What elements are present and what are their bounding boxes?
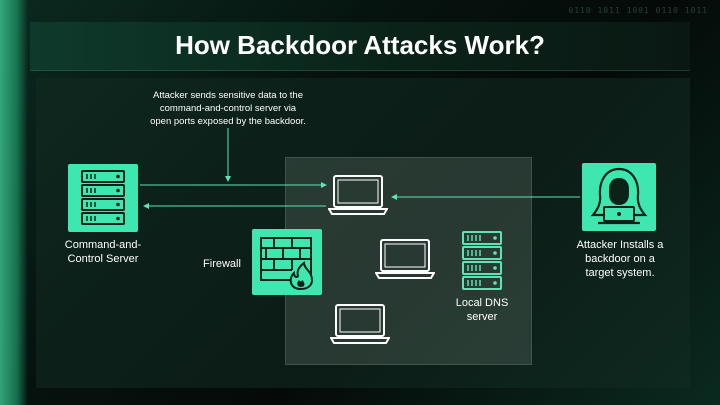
dns-label-line-2: server <box>466 311 498 323</box>
decorative-binary: 0110 1011 1001 0110 1011 <box>568 6 708 15</box>
cnc-server-label: Command-and- Control Server <box>50 238 156 266</box>
firewall-tile <box>252 229 322 295</box>
title-bar: How Backdoor Attacks Work? <box>30 22 690 71</box>
flame-icon <box>289 261 314 291</box>
firewall-icon <box>260 237 314 291</box>
cnc-label-line-1: Command-and- <box>64 239 142 251</box>
laptop-icon <box>375 239 435 279</box>
annotation-line-1: Attacker sends sensitive data to the <box>153 90 303 101</box>
annotation-text: Attacker sends sensitive data to the com… <box>128 89 328 128</box>
server-rack-icon <box>462 231 502 290</box>
cnc-server-tile <box>68 164 138 232</box>
attacker-label-line-1: Attacker Installs a <box>576 239 664 251</box>
page-title: How Backdoor Attacks Work? <box>175 30 545 60</box>
hacker-icon <box>590 167 648 225</box>
server-rack-icon <box>81 170 125 225</box>
attacker-tile <box>582 163 656 231</box>
attacker-label-line-3: target system. <box>585 267 655 279</box>
laptop-icon <box>330 304 390 344</box>
cnc-label-line-2: Control Server <box>67 253 139 265</box>
attacker-label-line-2: backdoor on a <box>585 253 655 265</box>
firewall-label: Firewall <box>203 258 241 270</box>
annotation-line-2: command-and-control server via <box>159 103 297 114</box>
accent-edge <box>0 0 28 405</box>
dns-label-line-1: Local DNS <box>455 297 509 309</box>
dns-server-label: Local DNS server <box>440 296 524 324</box>
annotation-line-3: open ports exposed by the backdoor. <box>150 116 306 127</box>
attacker-label: Attacker Installs a backdoor on a target… <box>562 238 678 280</box>
laptop-icon <box>328 175 388 215</box>
